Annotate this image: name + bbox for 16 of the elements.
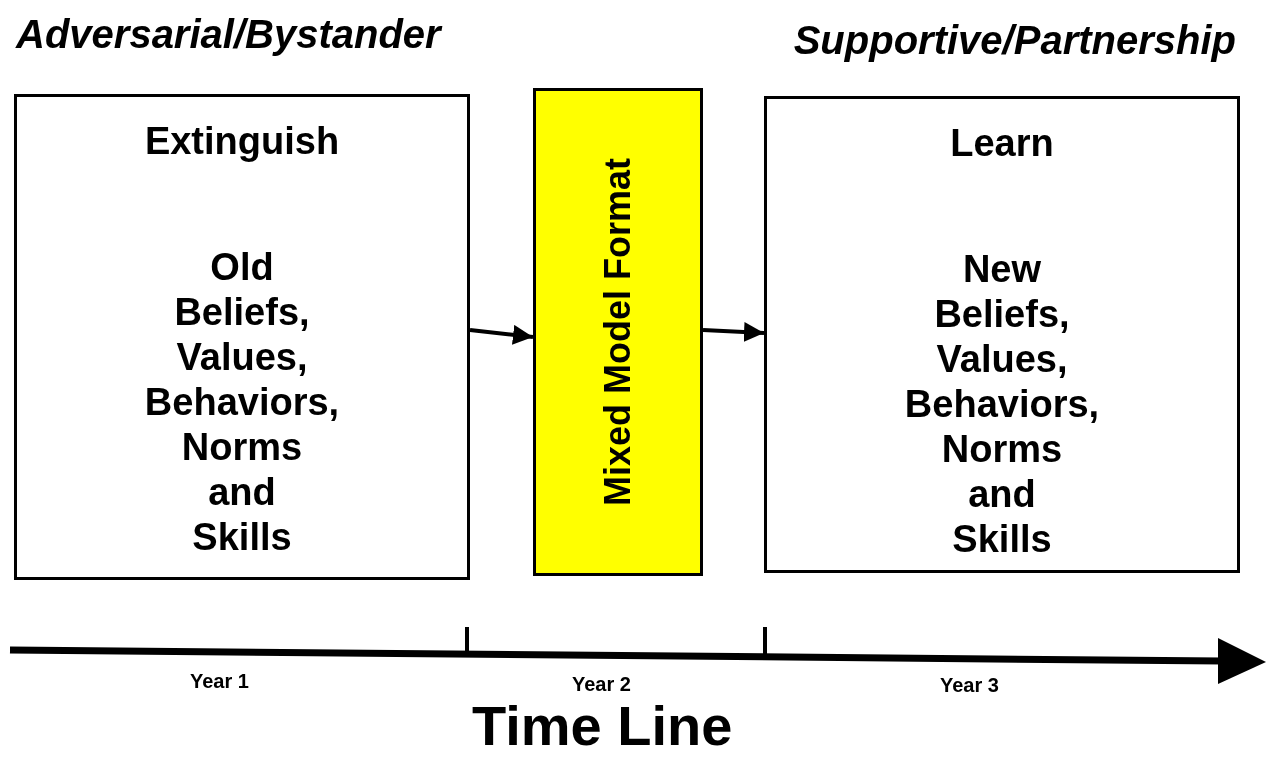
axis-title: Time Line [472,698,733,754]
box-body-text: Old Beliefs, Values, Behaviors, Norms and Skills [143,245,341,560]
arrow [469,324,534,345]
box-body-text: New Beliefs, Values, Behaviors, Norms and Skills [903,247,1101,562]
year-label: Year 1 [190,669,249,694]
box-heading: Extinguish [144,119,340,163]
phase-label: Adversarial/Bystander [16,11,441,58]
process-box [764,96,1240,573]
box-heading: Learn [950,121,1054,165]
process-box [14,94,470,580]
year-label: Year 3 [940,673,999,698]
vertical-label: Mixed Model Format [600,158,636,506]
phase-label: Supportive/Partnership [793,17,1236,64]
arrow [702,322,765,342]
highlighted-band [533,88,703,576]
year-label: Year 2 [572,672,631,697]
